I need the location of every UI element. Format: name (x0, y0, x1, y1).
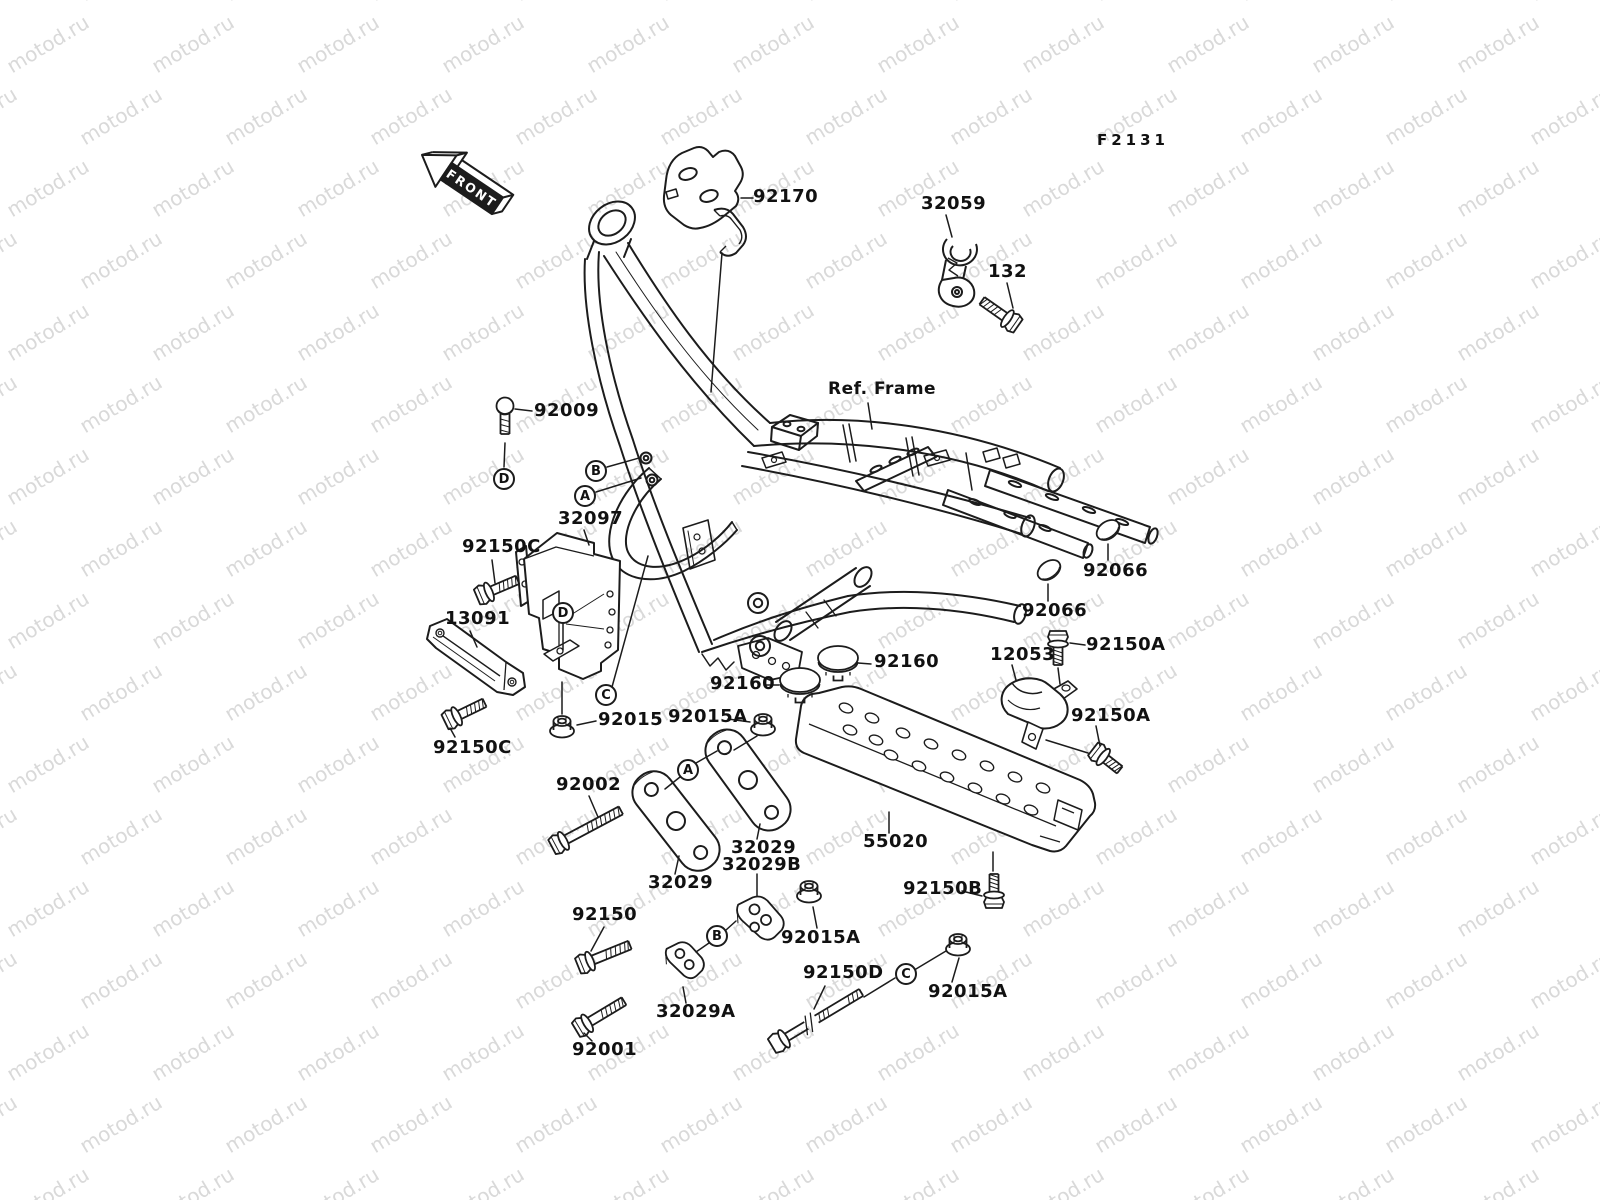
callout-circle-a: A (574, 485, 596, 507)
part-label-92015a-2: 92015A (781, 927, 861, 948)
part-label-32097: 32097 (558, 508, 624, 529)
part-label-92150c-2: 92150C (433, 737, 512, 758)
callout-circle-d: D (552, 602, 574, 624)
part-label-92150a-2: 92150A (1071, 705, 1151, 726)
part-32029b-bracket (736, 895, 785, 941)
part-label-92150: 92150 (572, 904, 638, 925)
part-label-32059: 32059 (921, 193, 987, 214)
part-label-132: 132 (988, 261, 1028, 282)
part-92009-screw (495, 396, 515, 435)
callout-circle-d: D (493, 468, 515, 490)
part-label-92015a-1: 92015A (668, 706, 748, 727)
part-label-92170: 92170 (753, 186, 819, 207)
callout-circle-b: B (706, 925, 728, 947)
part-92170-bracket (662, 146, 747, 257)
part-label-32029-l: 32029 (648, 872, 714, 893)
part-label-92160-r: 92160 (874, 651, 940, 672)
leader-lines (449, 197, 1109, 1042)
part-label-55020: 55020 (863, 831, 929, 852)
part-32029a-bracket (664, 941, 705, 980)
part-label-92150d: 92150D (803, 962, 884, 983)
part-label-92150c-1: 92150C (462, 536, 541, 557)
part-55020-skid-plate (794, 685, 1097, 853)
part-label-92002: 92002 (556, 774, 622, 795)
part-label-92001: 92001 (572, 1039, 638, 1060)
part-label-ref-frame: Ref. Frame (828, 379, 937, 399)
callout-circle-a: A (677, 759, 699, 781)
part-label-92150b: 92150B (903, 878, 983, 899)
callout-circle-c: C (895, 963, 917, 985)
part-label-92066-r: 92066 (1083, 560, 1149, 581)
part-label-32029-r: 32029 (731, 837, 797, 858)
part-label-92066-l: 92066 (1022, 600, 1088, 621)
callout-circle-b: B (585, 460, 607, 482)
part-label-12053: 12053 (990, 644, 1056, 665)
part-92150d-stud (766, 988, 864, 1054)
part-label-92160-l: 92160 (710, 673, 776, 694)
part-32059-clamp (937, 238, 978, 308)
part-12053-holder (1000, 677, 1078, 750)
part-label-32029b: 32029B (722, 854, 802, 875)
part-label-92150a-1: 92150A (1086, 634, 1166, 655)
part-13091-bracket (426, 618, 526, 696)
part-label-92009: 92009 (534, 400, 600, 421)
part-label-32029a: 32029A (656, 1001, 736, 1022)
motorcycle-frame (583, 200, 1159, 681)
part-label-92015a-3: 92015A (928, 981, 1008, 1002)
part-label-13091: 13091 (445, 608, 511, 629)
part-label-92015: 92015 (598, 709, 664, 730)
part-label-f2131: F2131 (1097, 131, 1169, 149)
callout-circle-c: C (595, 684, 617, 706)
